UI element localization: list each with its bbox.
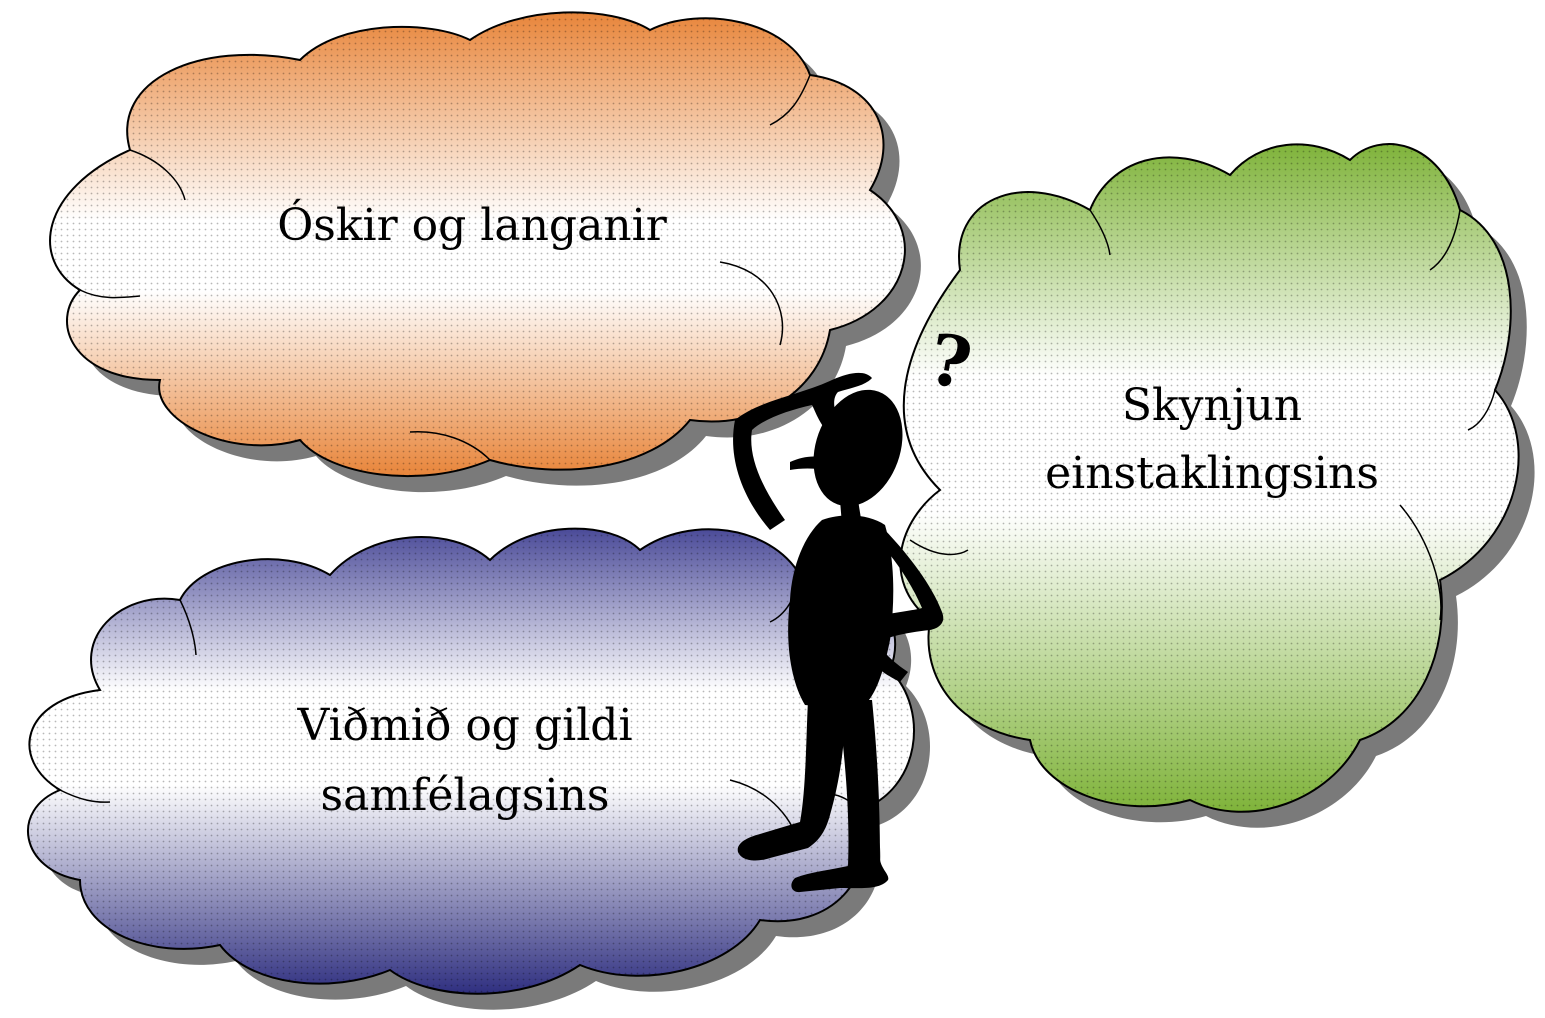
cloud-oskir: Óskir og langanir xyxy=(49,11,921,493)
cloud-oskir-label: Óskir og langanir xyxy=(277,198,668,251)
cloud-skynjun-label-line2: einstaklingsins xyxy=(1045,448,1379,499)
figure-leg-right xyxy=(791,700,889,893)
figure-arm-raised xyxy=(733,372,872,530)
cloud-vidmid: Viðmið og gildi samfélagsins xyxy=(26,527,931,1010)
cloud-vidmid-label-line1: Viðmið og gildi xyxy=(296,700,632,751)
cloud-skynjun-label-line1: Skynjun xyxy=(1122,380,1302,431)
figure-torso xyxy=(788,515,894,710)
thinking-person-figure: ? xyxy=(733,317,978,893)
figure-arm-hip xyxy=(861,525,944,682)
figure-leg-left xyxy=(737,700,846,861)
cloud-skynjun: Skynjun einstaklingsins xyxy=(899,143,1535,828)
cloud-vidmid-label-line2: samfélagsins xyxy=(321,770,610,821)
